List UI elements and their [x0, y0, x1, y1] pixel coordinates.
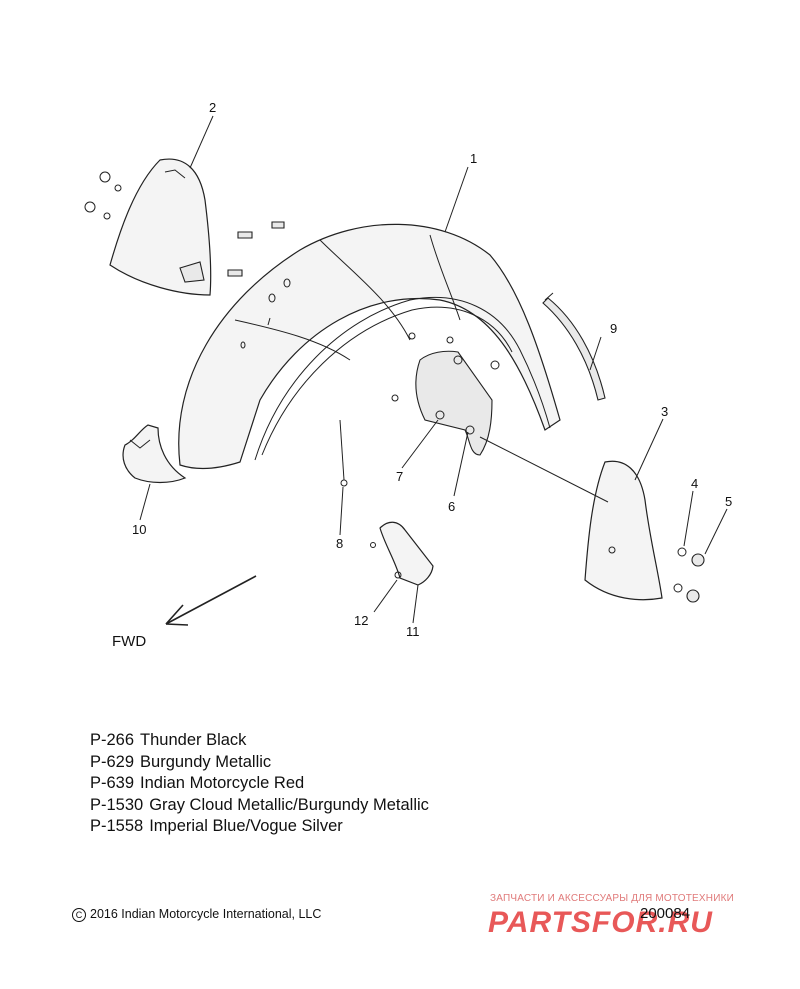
color-code: P-639 — [90, 774, 135, 792]
color-name: Gray Cloud Metallic/Burgundy Metallic — [149, 795, 429, 814]
color-option-row: P-1558 Imperial Blue/Vogue Silver — [90, 816, 429, 838]
exploded-parts-diagram: 1 2 3 4 5 6 7 8 9 10 11 12 FWD — [84, 100, 732, 650]
copyright-text: 2016 Indian Motorcycle International, LL… — [90, 907, 322, 921]
fender-bracket — [391, 332, 500, 456]
color-name: Imperial Blue/Vogue Silver — [149, 817, 343, 835]
watermark-logo: PARTSFOR.RU — [488, 906, 713, 939]
color-code: P-266 — [90, 731, 135, 749]
callout-1: 1 — [470, 151, 477, 166]
fwd-label: FWD — [112, 633, 146, 650]
color-name: Burgundy Metallic — [140, 752, 272, 771]
callout-10: 10 — [132, 522, 146, 537]
callout-6: 6 — [448, 499, 455, 514]
emblem-part-10 — [122, 424, 187, 484]
color-option-row: P-266 Thunder Black — [90, 730, 429, 752]
fender-tip-part-2 — [84, 158, 285, 296]
fender-part-1 — [178, 223, 561, 469]
watermark-tagline: ЗАПЧАСТИ И АКСЕССУАРЫ ДЛЯ МОТОТЕХНИКИ — [490, 893, 735, 904]
callout-9: 9 — [610, 321, 617, 336]
callout-3: 3 — [661, 404, 668, 419]
diagram-id: 200084 — [640, 905, 691, 922]
callout-2: 2 — [209, 100, 216, 115]
copyright-symbol: C — [72, 907, 86, 922]
color-code: P-1558 — [90, 817, 144, 835]
fender-tip-part-3 — [584, 460, 705, 603]
color-code: P-629 — [90, 752, 135, 771]
bracket-part-11 — [370, 521, 434, 586]
callout-12: 12 — [354, 613, 368, 628]
color-name: Thunder Black — [140, 731, 247, 749]
callout-11: 11 — [406, 624, 420, 639]
callout-5: 5 — [725, 494, 732, 509]
color-name: Indian Motorcycle Red — [140, 774, 305, 792]
color-option-row: P-629 Burgundy Metallic — [90, 752, 429, 774]
callout-7: 7 — [396, 469, 403, 484]
forward-direction-arrow — [165, 575, 257, 626]
callout-4: 4 — [691, 476, 698, 491]
color-option-row: P-639 Indian Motorcycle Red — [90, 773, 429, 795]
copyright-notice: C 2016 Indian Motorcycle International, L… — [72, 907, 321, 922]
trim-strip-part-9 — [542, 292, 606, 401]
wire-part-8 — [339, 419, 348, 487]
color-code: P-1530 — [90, 795, 144, 814]
leader-lines — [139, 115, 728, 624]
color-options-list: P-266 Thunder Black P-629 Burgundy Metalli… — [90, 730, 429, 838]
callout-8: 8 — [336, 536, 343, 551]
color-option-row: P-1530 Gray Cloud Metallic/Burgundy Metal… — [90, 795, 429, 817]
